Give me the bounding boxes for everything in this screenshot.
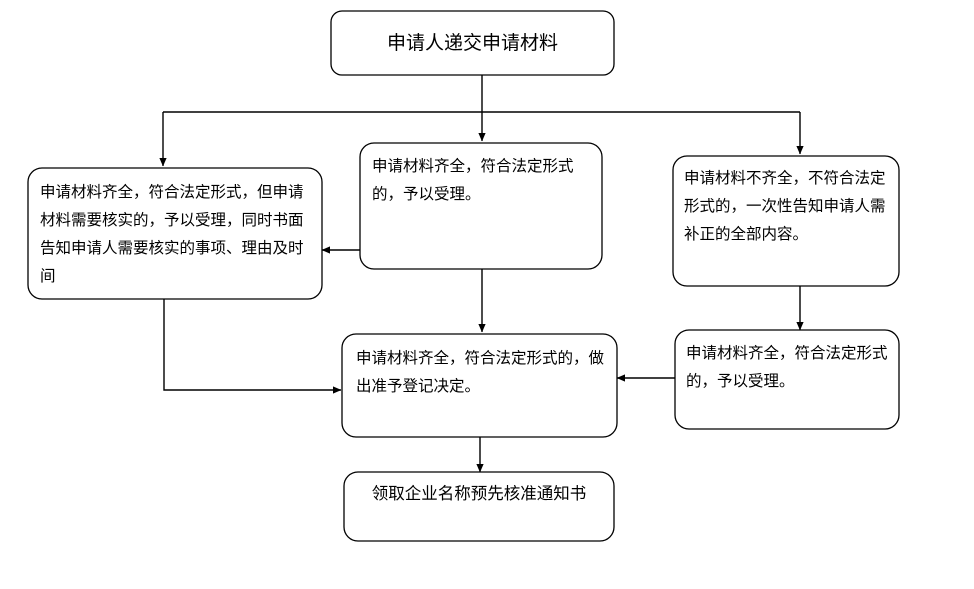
node-submit[interactable] [330, 10, 615, 76]
node-approve-registration[interactable] [341, 333, 618, 438]
node-verify-needed[interactable] [27, 167, 323, 300]
edge-verify-needed-to-approve [163, 299, 342, 394]
node-receive-notice[interactable] [343, 471, 615, 542]
node-accept-upper[interactable] [359, 142, 603, 270]
node-incomplete[interactable] [672, 155, 900, 287]
node-accept-lower[interactable] [674, 329, 900, 430]
